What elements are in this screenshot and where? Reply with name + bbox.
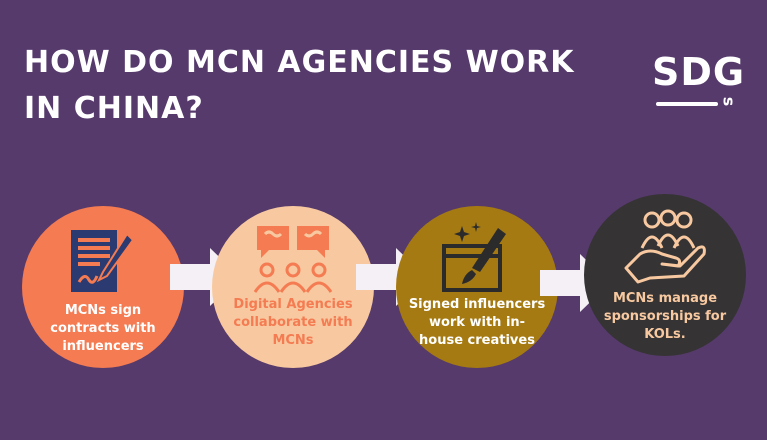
logo-underline bbox=[656, 102, 718, 106]
step-3-circle: Signed influencers work with in-house cr… bbox=[396, 206, 558, 368]
collaboration-chat-icon bbox=[253, 226, 333, 293]
creative-brush-icon bbox=[442, 222, 506, 292]
step-1-label: MCNs sign contracts with influencers bbox=[50, 303, 156, 354]
step-1-circle: MCNs sign contracts with influencers bbox=[22, 206, 184, 368]
step-2-circle: Digital Agencies collaborate with MCNs bbox=[212, 206, 374, 368]
step-4-label: MCNs manage sponsorships for KOLs. bbox=[603, 291, 727, 342]
logo-text: SDG bbox=[652, 50, 746, 94]
page-title: HOW DO MCN AGENCIES WORK IN CHINA? bbox=[24, 45, 575, 126]
logo-sub: s bbox=[719, 96, 739, 107]
sdg-logo: SDG s bbox=[652, 50, 752, 130]
step-2-label: Digital Agencies collaborate with MCNs bbox=[233, 297, 353, 348]
contract-signing-icon bbox=[71, 230, 135, 292]
hand-managing-people-icon bbox=[624, 209, 706, 284]
step-4-circle: MCNs manage sponsorships for KOLs. bbox=[584, 194, 746, 356]
step-3-label: Signed influencers work with in-house cr… bbox=[408, 297, 546, 348]
